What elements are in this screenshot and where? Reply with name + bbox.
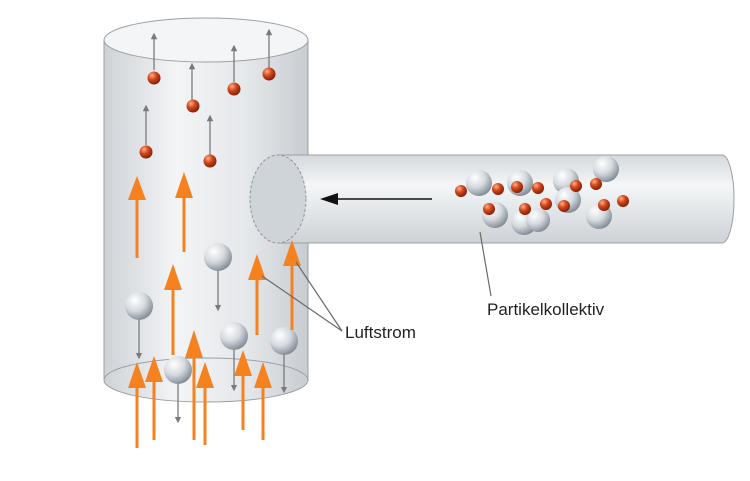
fine-particle (617, 195, 629, 207)
coarse-particle (466, 170, 492, 196)
fine-particle (598, 199, 610, 211)
air-flow-arrow (175, 172, 193, 252)
fine-particle (570, 180, 582, 192)
air-flow-arrow (234, 350, 252, 430)
coarse-particle (204, 243, 232, 271)
coarse-particle (125, 292, 153, 320)
air-flow-label: Luftstrom (345, 323, 416, 342)
fine-particle (186, 99, 200, 113)
fine-particle (519, 203, 531, 215)
coarse-particle (593, 156, 619, 182)
air-flow-arrow (185, 330, 203, 440)
air-flow-arrow (196, 362, 214, 445)
air-flow-arrow (128, 176, 146, 258)
feed-direction-arrow (320, 193, 432, 205)
coarse-particles-falling (135, 270, 288, 424)
coarse-particle (270, 327, 298, 355)
luftstrom-leader-lines (261, 261, 343, 332)
fine-particles-rising (142, 28, 273, 155)
fine-particle (558, 200, 570, 212)
coarse-particles-cylinder (125, 243, 298, 384)
air-flow-arrows (128, 172, 301, 448)
air-flow-arrow (254, 362, 272, 440)
fine-particle (540, 198, 552, 210)
fine-particle (139, 145, 153, 159)
air-flow-arrow (164, 264, 182, 355)
fine-particle (227, 82, 241, 96)
particle-collective (455, 156, 629, 235)
fine-particle (203, 154, 217, 168)
fine-particle (455, 185, 467, 197)
coarse-particle (220, 322, 248, 350)
fine-particles-top (139, 67, 276, 168)
fine-particle (532, 182, 544, 194)
particle-collective-label: Partikelkollektiv (487, 300, 605, 319)
partikel-leader-line (479, 231, 492, 297)
fine-particle (262, 67, 276, 81)
fine-particle (511, 181, 523, 193)
fine-particle (147, 71, 161, 85)
air-flow-arrow (248, 254, 266, 335)
feed-pipe (249, 154, 735, 244)
coarse-particle (526, 208, 550, 232)
fine-particle (590, 178, 602, 190)
coarse-particle (164, 356, 192, 384)
fine-particle (483, 203, 495, 215)
air-flow-arrow (145, 356, 163, 440)
fine-particle (492, 183, 504, 195)
air-flow-arrow (128, 362, 146, 448)
